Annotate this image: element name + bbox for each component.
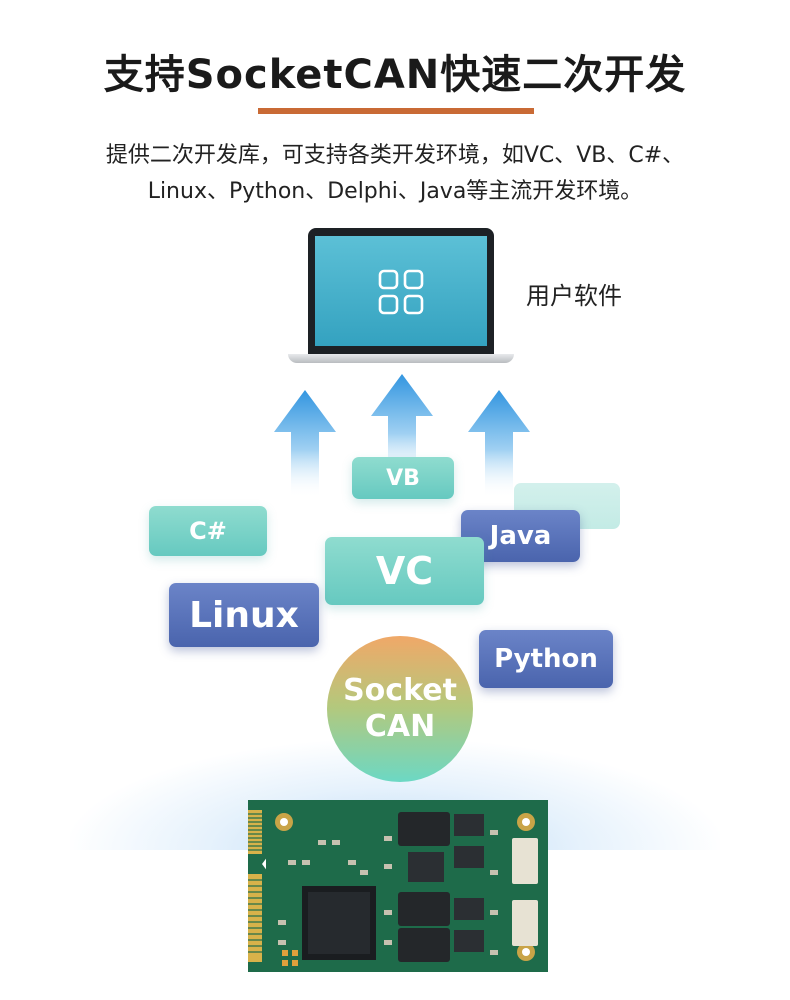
app-grid-icon — [378, 269, 424, 315]
arrow-up-icon — [274, 390, 336, 498]
user-software-label: 用户软件 — [526, 282, 622, 310]
title-underline — [258, 108, 534, 114]
laptop-illustration — [288, 228, 514, 366]
arrow-up-icon — [468, 390, 530, 498]
can-card-board — [248, 800, 548, 972]
tag-vb: VB — [352, 457, 454, 499]
tag-python: Python — [479, 630, 613, 688]
tag-vc: VC — [325, 537, 484, 605]
socketcan-line-2: CAN — [364, 709, 436, 744]
page-title: 支持SocketCAN快速二次开发 — [103, 52, 687, 98]
socketcan-circle: Socket CAN — [327, 636, 473, 782]
description-line-2: Linux、Python、Delphi、Java等主流开发环境。 — [147, 179, 643, 204]
arrow-up-icon — [371, 374, 433, 482]
description-line-1: 提供二次开发库，可支持各类开发环境，如VC、VB、C#、 — [105, 143, 685, 168]
laptop-base — [288, 354, 514, 363]
tag-linux: Linux — [169, 583, 319, 647]
tag-csharp: C# — [149, 506, 267, 556]
socketcan-line-1: Socket — [343, 673, 457, 708]
laptop-screen — [315, 236, 487, 346]
